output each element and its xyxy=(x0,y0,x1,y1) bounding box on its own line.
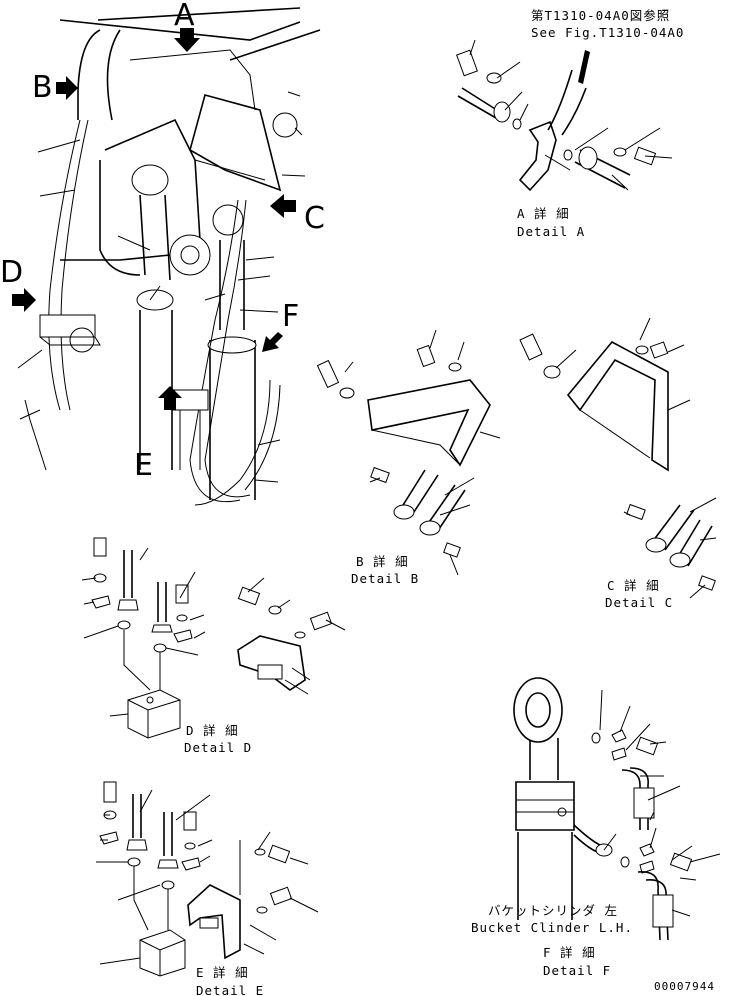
detail-b-drawing: B 詳 細 Detail B xyxy=(316,329,501,586)
view-arrows: A B C D E F xyxy=(0,0,325,483)
detail-c-title-en: Detail C xyxy=(605,595,673,610)
detail-a-title-en: Detail A xyxy=(517,224,585,239)
detail-d-title-en: Detail D xyxy=(184,740,252,755)
detail-e-title-en: Detail E xyxy=(196,983,264,996)
detail-c-drawing: C 詳 細 Detail C xyxy=(519,317,717,610)
detail-b-title-jp: B 詳 細 xyxy=(356,554,409,569)
detail-a-drawing: 第T1310-04A0図参照 See Fig.T1310-04A0 A 詳 細 … xyxy=(456,8,684,239)
detail-b-title-en: Detail B xyxy=(351,571,419,586)
main-assembly xyxy=(17,7,321,506)
detail-d-drawing: D 詳 細 Detail D xyxy=(81,537,346,755)
view-letter-c: C xyxy=(304,201,325,236)
detail-e-drawing: E 詳 細 Detail E xyxy=(96,781,319,996)
detail-a-title-jp: A 詳 細 xyxy=(517,206,570,221)
view-letter-f: F xyxy=(282,299,299,334)
detail-d-title-jp: D 詳 細 xyxy=(186,723,239,738)
detail-f-title-en: Detail F xyxy=(543,963,611,978)
detail-f-title-jp: F 詳 細 xyxy=(543,945,596,960)
view-letter-a: A xyxy=(174,0,195,33)
view-letter-d: D xyxy=(0,255,23,290)
bucket-cylinder-label-jp: バケットシリンダ 左 xyxy=(488,903,618,918)
view-letter-e: E xyxy=(134,448,153,483)
reference-note-en: See Fig.T1310-04A0 xyxy=(531,25,684,40)
view-letter-b: B xyxy=(32,70,53,105)
bucket-cylinder-label-en: Bucket Clinder L.H. xyxy=(471,920,633,935)
detail-f-drawing: バケットシリンダ 左 Bucket Clinder L.H. F 詳 細 Det… xyxy=(471,677,721,978)
detail-e-title-jp: E 詳 細 xyxy=(196,965,249,980)
reference-note-jp: 第T1310-04A0図参照 xyxy=(531,8,670,23)
drawing-number: 00007944 xyxy=(654,980,715,993)
detail-c-title-jp: C 詳 細 xyxy=(607,578,660,593)
